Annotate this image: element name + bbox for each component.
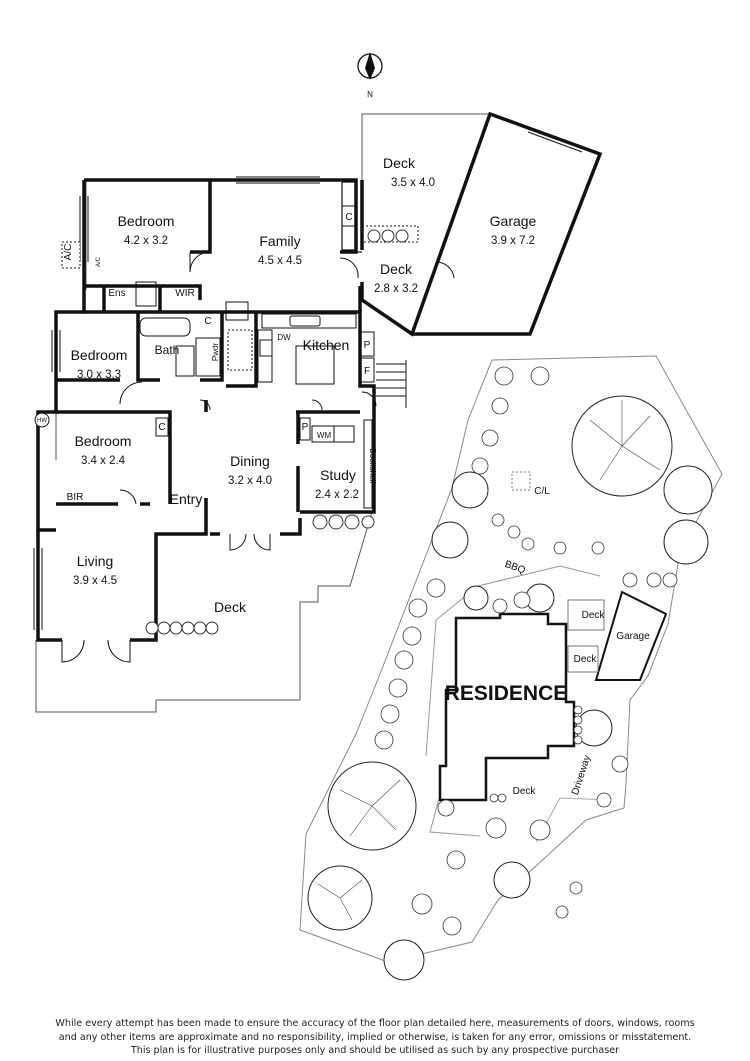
pwdr-label: Pwdr xyxy=(211,343,220,362)
deck-mid-name: Deck xyxy=(380,261,413,277)
wm-label: WM xyxy=(317,431,332,440)
shrubs xyxy=(374,366,678,936)
living-dims: 3.9 x 4.5 xyxy=(73,575,117,587)
north-compass-icon xyxy=(357,52,383,80)
site-deck3-label: Deck xyxy=(513,786,537,797)
site-deck2-label: Deck xyxy=(574,654,598,665)
residence-footprint xyxy=(438,612,576,802)
dw-label: DW xyxy=(277,333,291,342)
study-dims: 2.4 x 2.2 xyxy=(315,489,359,501)
stairs xyxy=(376,360,407,408)
family-name: Family xyxy=(259,233,300,249)
c-family-label: C xyxy=(345,212,352,223)
bedroom3-dims: 3.4 x 2.4 xyxy=(81,455,126,467)
deck-top-dims: 3.5 x 4.0 xyxy=(391,177,435,189)
hot-water-icon xyxy=(34,412,50,428)
doors xyxy=(61,251,455,663)
bbq-label: BBQ xyxy=(503,559,527,577)
ac-label: A/C xyxy=(63,244,74,261)
disclaimer-line-3: This plan is for illustrative purposes o… xyxy=(130,1045,620,1056)
garage-dims: 3.9 x 7.2 xyxy=(491,235,535,247)
dining-dims: 3.2 x 4.0 xyxy=(228,475,272,487)
ens-label: Ens xyxy=(108,288,125,299)
cl-label: C/L xyxy=(534,486,550,497)
living-name: Living xyxy=(77,553,114,569)
kitchen-name: Kitchen xyxy=(303,337,350,353)
compass-label: N xyxy=(367,90,373,99)
outdoor-outline xyxy=(35,113,490,713)
bedroom2-dims: 3.0 x 3.3 xyxy=(77,369,121,381)
entry-name: Entry xyxy=(170,491,203,507)
bath-name: Bath xyxy=(155,343,180,357)
site-deck1-box xyxy=(567,599,605,631)
tree-veins xyxy=(317,400,661,921)
site-garage-label: Garage xyxy=(616,631,650,642)
ac-small-label: A/C xyxy=(96,256,102,267)
site-deck1-label: Deck xyxy=(582,610,606,621)
disclaimer-line-1: While every attempt has been made to ens… xyxy=(55,1018,695,1029)
driveway-label: Driveway xyxy=(570,754,593,797)
ac-unit xyxy=(61,241,81,269)
bedroom1-name: Bedroom xyxy=(118,213,175,229)
deck-mid-dims: 2.8 x 3.2 xyxy=(374,283,418,295)
site-deck2-box xyxy=(567,645,599,673)
dining-name: Dining xyxy=(230,453,270,469)
disclaimer: While every attempt has been made to ens… xyxy=(20,1017,730,1058)
deck-top-name: Deck xyxy=(383,155,416,171)
disclaimer-line-2: and any other items are approximate and … xyxy=(58,1031,692,1043)
bedroom1-dims: 4.2 x 3.2 xyxy=(124,235,168,247)
site-garage xyxy=(594,590,668,681)
family-dims: 4.5 x 4.5 xyxy=(258,255,302,267)
deck-planters xyxy=(145,229,409,635)
bedroom2-name: Bedroom xyxy=(71,347,128,363)
wir-label: WIR xyxy=(175,288,194,299)
c-hall-label: C xyxy=(204,316,211,327)
deck-bottom-name: Deck xyxy=(214,599,247,615)
garage-name: Garage xyxy=(490,213,537,229)
residence-label: RESIDENCE xyxy=(445,682,568,705)
kitchen-fixtures xyxy=(135,205,419,509)
p-kitchen-label: P xyxy=(364,340,371,351)
f-kitchen-label: F xyxy=(364,366,370,377)
bir-label: BIR xyxy=(67,492,84,503)
deck-mid-outline xyxy=(341,181,362,253)
garage-walls xyxy=(360,111,603,337)
c-bed3-label: C xyxy=(158,422,165,433)
hw-label: HW xyxy=(37,418,47,424)
windows xyxy=(33,131,583,630)
study-name: Study xyxy=(320,467,356,483)
house-walls xyxy=(36,178,376,642)
site-boundary xyxy=(299,355,723,963)
bookshelf-label: Bookshelf xyxy=(368,448,377,484)
p-laundry-label: P xyxy=(302,422,309,433)
floor-plan: N xyxy=(33,52,723,981)
clothesline xyxy=(511,471,531,491)
bedroom3-name: Bedroom xyxy=(75,433,132,449)
